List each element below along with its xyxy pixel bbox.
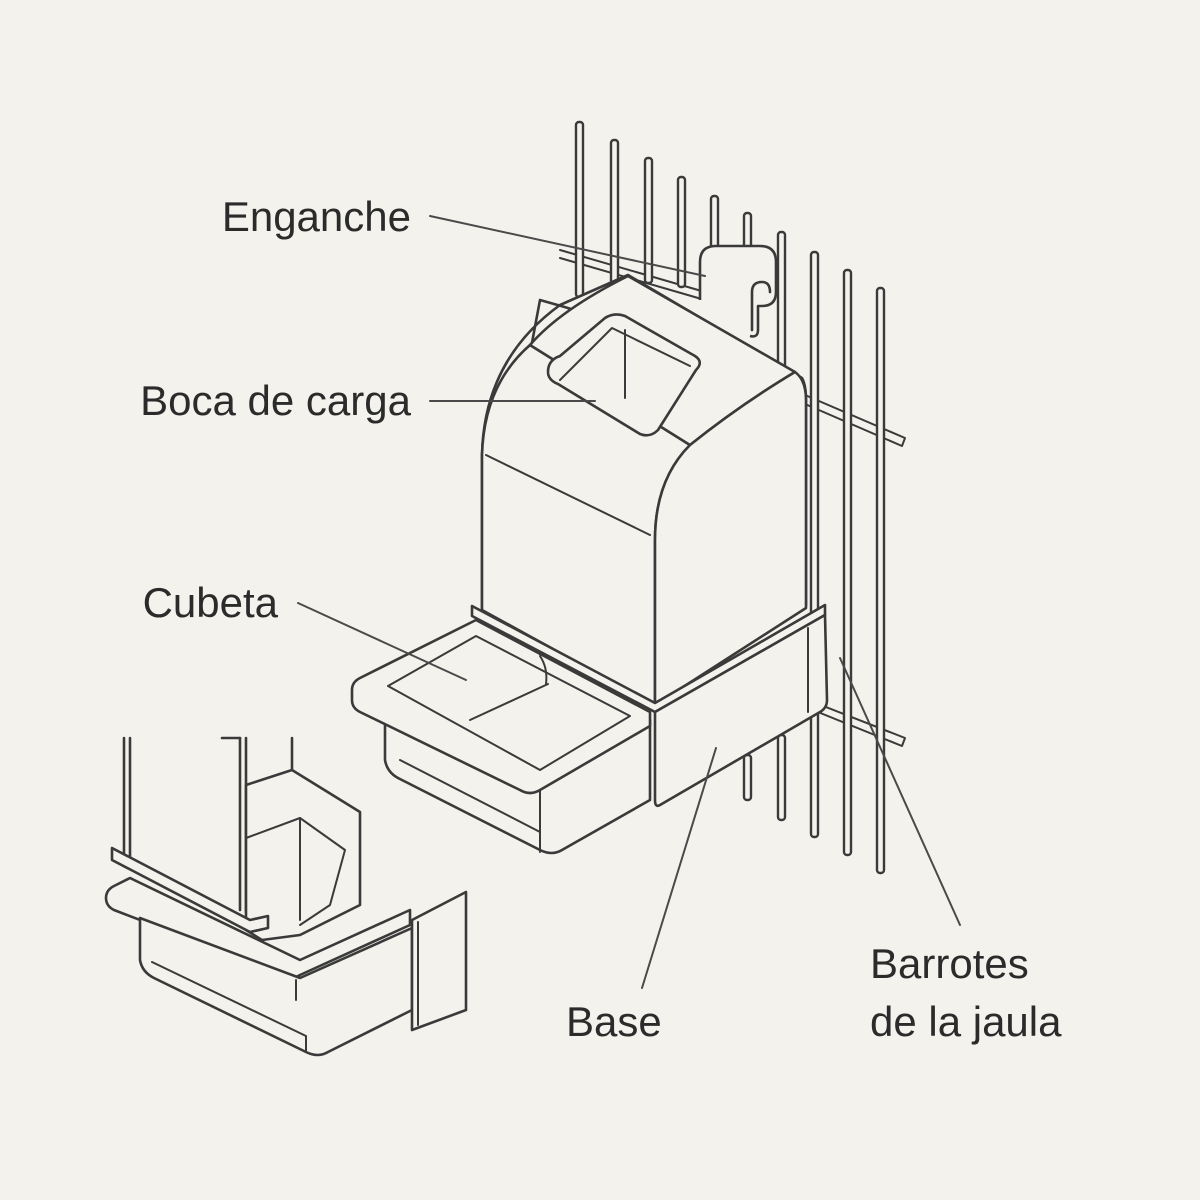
label-tray: Cubeta [143, 579, 279, 626]
cross-wire-mid [804, 394, 906, 447]
tray [350, 618, 652, 855]
label-fill-opening: Boca de carga [140, 377, 411, 424]
cage-bar-3 [643, 156, 654, 285]
cage-bar-8 [809, 250, 820, 839]
inset-base-plate [410, 890, 468, 1032]
cross-wire-low [807, 699, 906, 747]
leader-bars [839, 657, 961, 926]
label-hook: Enganche [222, 193, 411, 240]
hopper-side [653, 370, 808, 707]
label-bars-line1: Barrotes [870, 940, 1029, 987]
labels: Enganche Boca de carga Cubeta Base Barro… [140, 193, 1062, 1045]
base-front [653, 613, 829, 808]
cage-bar-9 [842, 268, 853, 857]
leader-hook [429, 215, 706, 277]
cage-bar-4 [676, 175, 687, 289]
label-bars-line2: de la jaula [870, 998, 1062, 1045]
cage-bar-7 [776, 230, 787, 379]
label-base: Base [566, 998, 662, 1045]
detail-inset [104, 736, 468, 1057]
leader-base [641, 747, 717, 989]
inset-ledge [110, 846, 270, 934]
cage-bar-10 [875, 286, 886, 875]
cage-bar-stub-1 [742, 753, 753, 802]
cage-bar-1 [574, 120, 585, 299]
cage-bar-2 [609, 138, 620, 302]
leader-tray [297, 602, 467, 681]
hook [698, 244, 778, 338]
fill-opening [546, 313, 702, 437]
base [653, 613, 829, 808]
cage-bar-stub-2 [776, 733, 787, 822]
leader-lines [297, 215, 961, 989]
hopper [470, 273, 827, 714]
